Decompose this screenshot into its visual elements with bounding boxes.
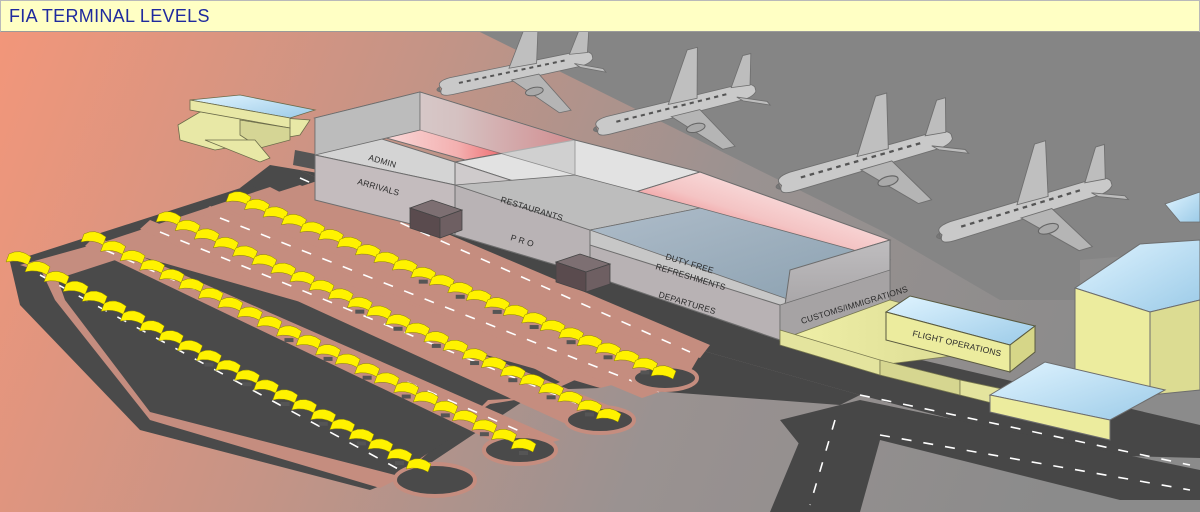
parking-canopy	[650, 365, 677, 380]
parked-car	[318, 421, 328, 426]
parked-car	[529, 325, 539, 330]
parking-canopy	[510, 438, 537, 453]
aircraft	[775, 92, 970, 205]
parked-car	[393, 326, 403, 331]
parked-car	[204, 362, 214, 367]
aircraft	[936, 140, 1130, 252]
aircraft	[593, 46, 772, 150]
page-title: FIA TERMINAL LEVELS	[9, 6, 210, 26]
parked-car	[280, 402, 290, 406]
terminal-scene: ADMIN ARRIVALS RESTAURANTS P R O DUTY FR…	[0, 32, 1200, 512]
parked-car	[323, 356, 333, 361]
parked-car	[356, 441, 366, 446]
parked-car	[431, 343, 441, 348]
parked-car	[640, 370, 650, 375]
parked-car	[401, 394, 411, 399]
parked-car	[603, 355, 613, 360]
aircraft	[436, 32, 607, 114]
parked-car	[362, 375, 372, 380]
parked-car	[284, 338, 294, 343]
hangar-buildings	[988, 191, 1200, 441]
parked-car	[355, 309, 365, 314]
parked-car	[440, 413, 450, 418]
title-bar: FIA TERMINAL LEVELS	[0, 0, 1200, 33]
parked-car	[508, 378, 518, 383]
parked-car	[546, 395, 556, 400]
parked-car	[519, 451, 528, 455]
parked-car	[584, 412, 594, 417]
parked-car	[492, 309, 502, 314]
parked-car	[479, 432, 489, 437]
aircraft-group	[436, 32, 1130, 252]
parking-canopy	[595, 408, 622, 423]
parked-car	[470, 361, 480, 366]
parked-car	[566, 340, 576, 345]
parked-car	[394, 461, 404, 466]
parking-canopy	[405, 458, 432, 473]
parked-car	[418, 279, 428, 284]
parked-car	[242, 382, 252, 387]
parked-car	[455, 294, 465, 299]
parking-canopies	[5, 191, 677, 473]
west-wing	[177, 94, 320, 170]
